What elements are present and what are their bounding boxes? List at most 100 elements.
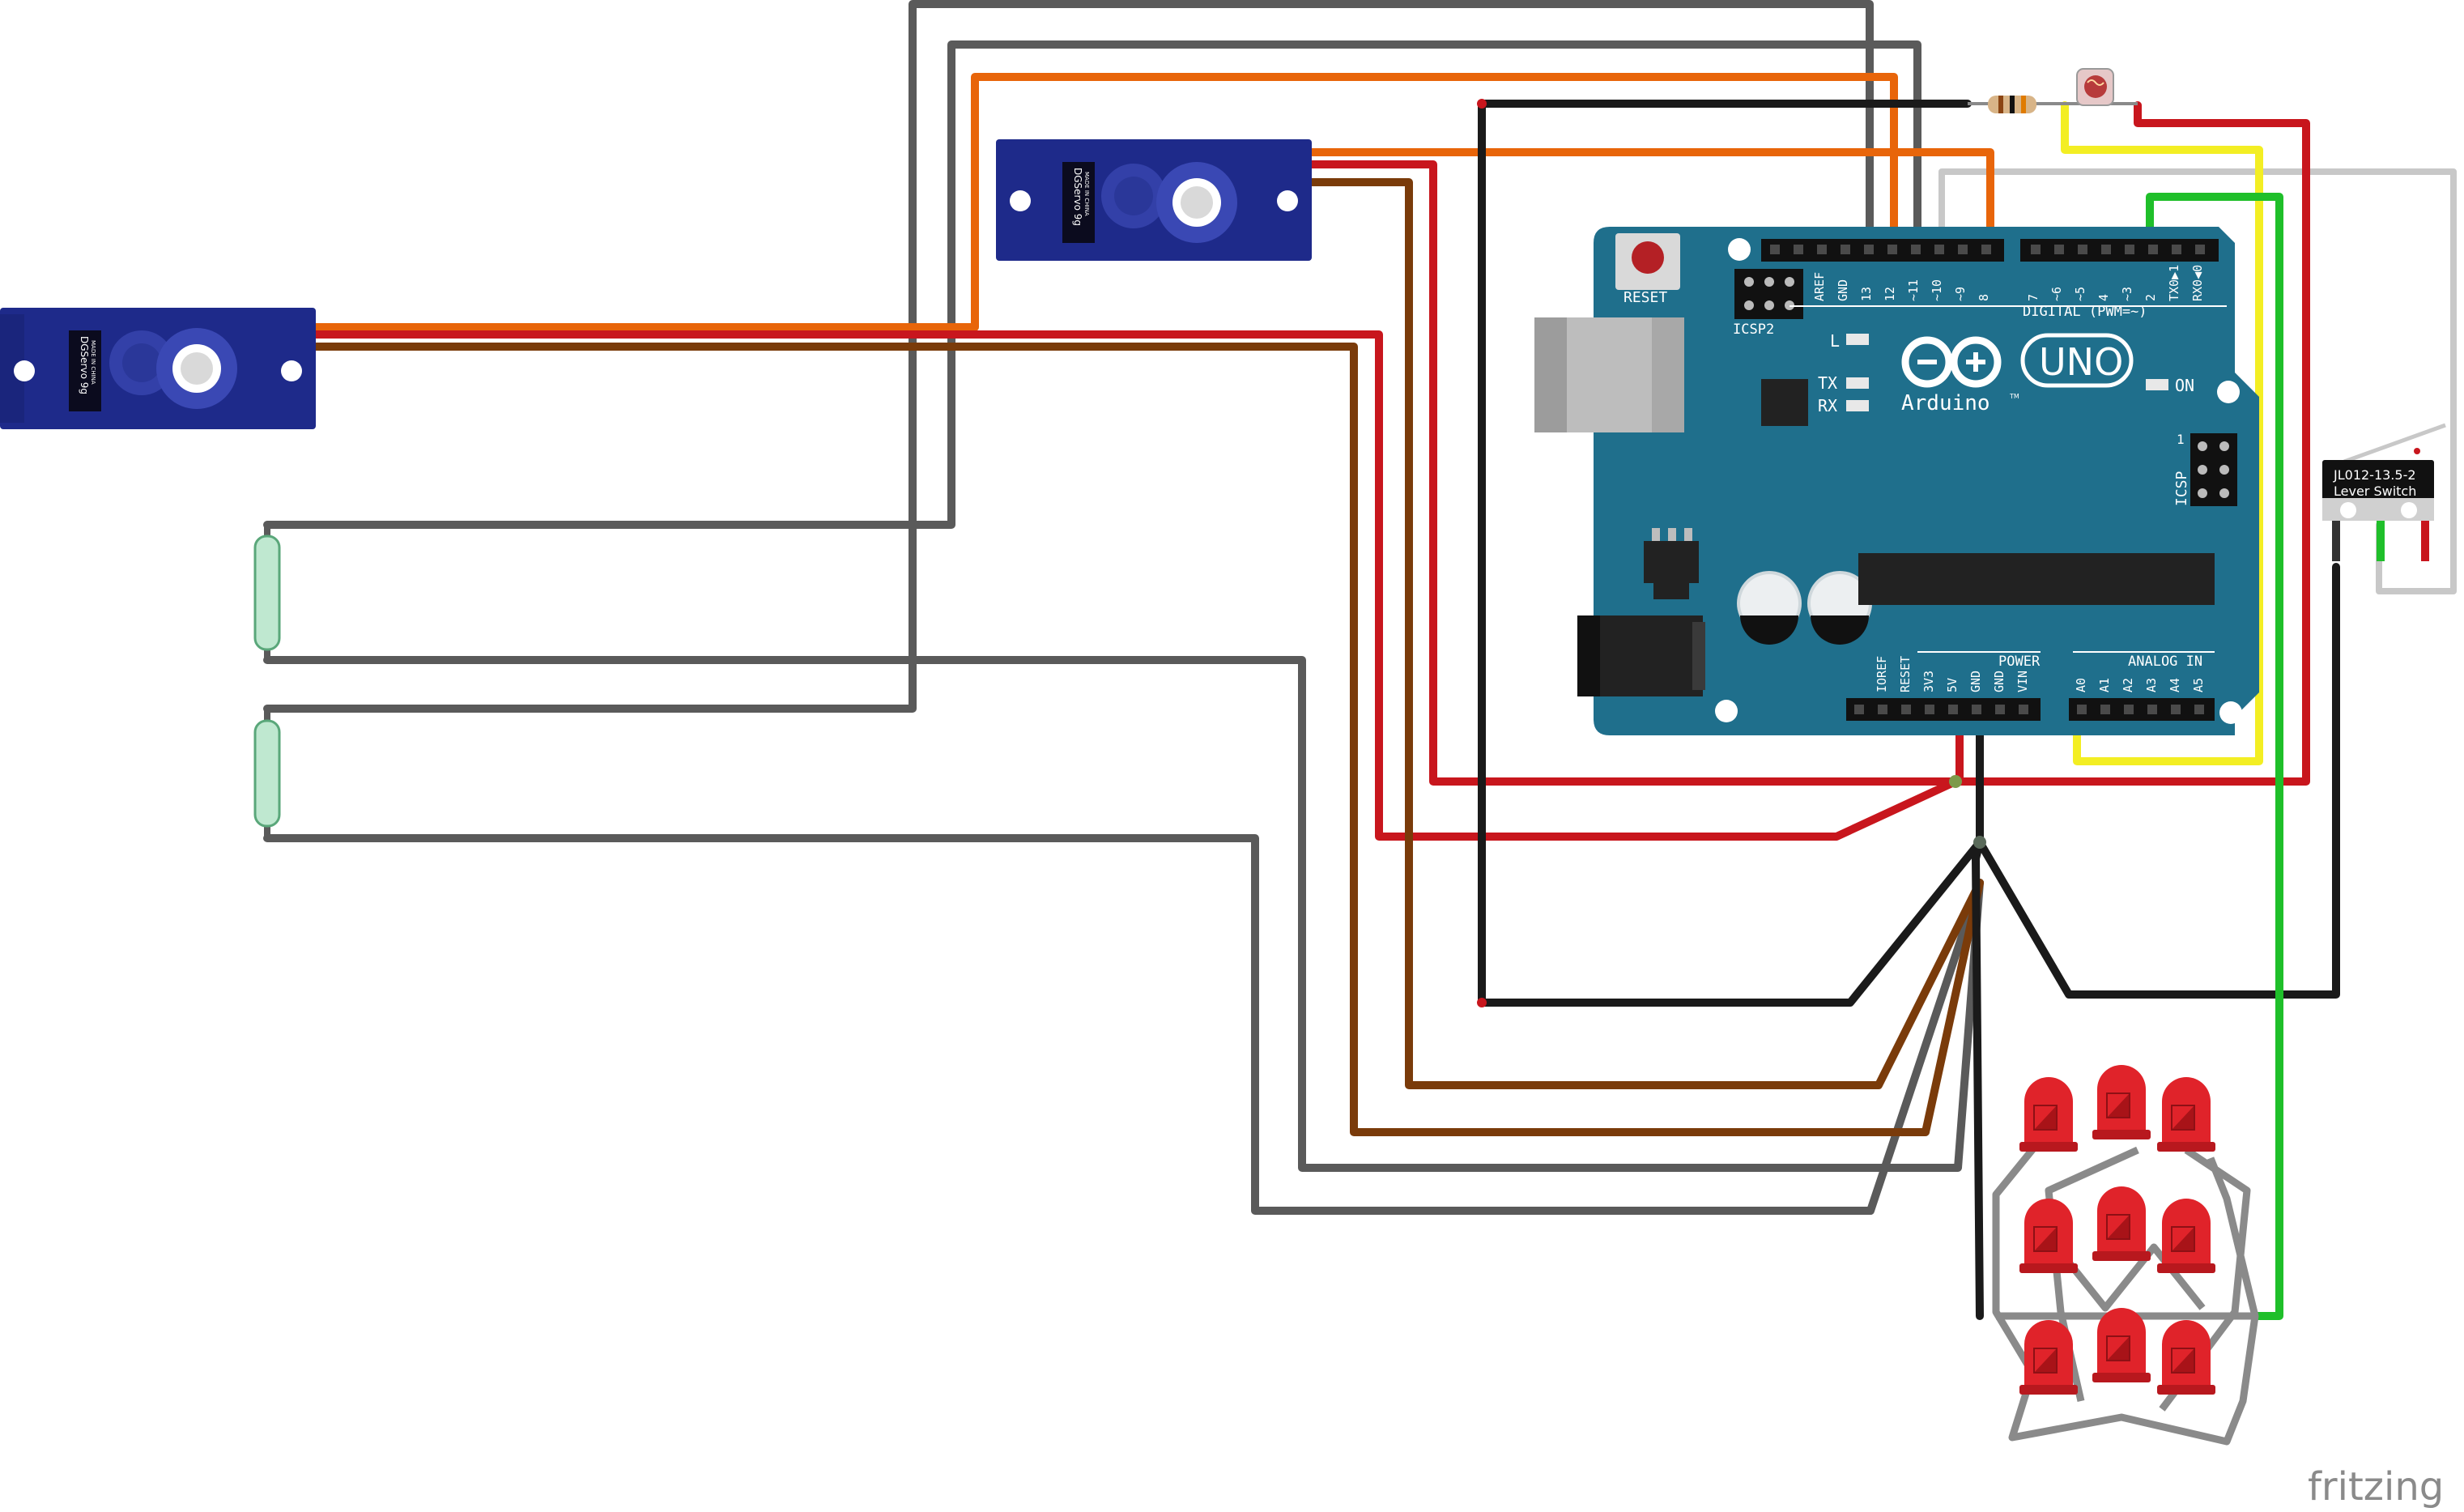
analog-header bbox=[2069, 698, 2215, 721]
servo-note-label: MADE IN CHINA bbox=[90, 340, 96, 385]
red-led bbox=[2019, 1077, 2078, 1152]
digital-pin-label: 7 bbox=[2026, 294, 2041, 301]
pin-hole bbox=[1770, 245, 1780, 254]
red-led bbox=[2019, 1199, 2078, 1273]
analog-pin-label: A4 bbox=[2168, 678, 2182, 692]
digital-title: DIGITAL (PWM=~) bbox=[2023, 304, 2147, 320]
wire-white-lever bbox=[1938, 168, 2457, 594]
pin-hole bbox=[1794, 245, 1803, 254]
photoresistor bbox=[2049, 68, 2138, 106]
pin-hole bbox=[1864, 245, 1874, 254]
pin-hole bbox=[2077, 705, 2087, 714]
analog-title: ANALOG IN bbox=[2128, 654, 2202, 670]
reset-label: RESET bbox=[1624, 289, 1667, 306]
led-tx bbox=[1846, 377, 1869, 389]
reed-switch-1 bbox=[253, 525, 281, 660]
pin-hole bbox=[2101, 245, 2111, 254]
uno-label: UNO bbox=[2039, 340, 2123, 384]
power-pin-label: VIN bbox=[2015, 671, 2030, 692]
servo-label-plate bbox=[69, 330, 101, 411]
lever-switch-part-label: JL012-13.5-2 bbox=[2333, 467, 2416, 483]
uno-badge bbox=[2020, 333, 2134, 388]
digital-pin-label: ~3 bbox=[2120, 287, 2134, 301]
usb-chip bbox=[1761, 379, 1808, 426]
capacitor-1 bbox=[1737, 571, 1802, 645]
arduino-infinity-logo-icon bbox=[1901, 336, 2002, 388]
power-pin-label: GND bbox=[1992, 671, 2007, 692]
pin-hole bbox=[2019, 705, 2028, 714]
mount-hole bbox=[14, 360, 35, 381]
digital-pin-label: GND bbox=[1836, 279, 1850, 301]
pin-hole bbox=[2171, 705, 2181, 714]
wire-gray-reed2-bottom bbox=[263, 834, 1984, 1215]
arduino-uno-board: RESET ICSP2 L TX RX ON UNO Arduino TM bbox=[1534, 227, 2259, 735]
power-pin-label: RESET bbox=[1898, 656, 1913, 692]
icsp-header bbox=[2190, 433, 2237, 506]
servo-gear-icon bbox=[109, 328, 237, 409]
servo-label-plate bbox=[1062, 162, 1095, 243]
red-led bbox=[2092, 1308, 2151, 1382]
power-pin-holes bbox=[1854, 705, 2028, 714]
wire-red-servo1 bbox=[312, 330, 1960, 841]
capacitor-2 bbox=[1807, 571, 1872, 645]
lever-switch-name-label: Lever Switch bbox=[2334, 483, 2416, 499]
red-led bbox=[2157, 1077, 2215, 1152]
pin-hole bbox=[2054, 245, 2064, 254]
power-header bbox=[1846, 698, 2041, 721]
wire-brown-servo2 bbox=[1308, 178, 1984, 1089]
led-rx bbox=[1846, 400, 1869, 411]
digital-pin-label: 4 bbox=[2096, 294, 2111, 301]
pin-hole bbox=[1925, 705, 1934, 714]
pin-hole bbox=[2195, 245, 2205, 254]
reed-switch-2 bbox=[253, 709, 281, 838]
power-title: POWER bbox=[1998, 654, 2041, 670]
icsp2-label: ICSP2 bbox=[1733, 322, 1774, 338]
icsp2-header bbox=[1734, 269, 1803, 319]
wire-green-leds bbox=[2146, 193, 2283, 1320]
lever-switch: JL012-13.5-2 Lever Switch bbox=[2322, 423, 2446, 561]
wire-orange-servo2 bbox=[1308, 148, 1994, 247]
digital-pin-label: ~9 bbox=[1953, 287, 1968, 301]
power-jack bbox=[1577, 615, 1705, 696]
pin-hole bbox=[1981, 245, 1991, 254]
pin-hole bbox=[2100, 705, 2110, 714]
wire-black-leds bbox=[1972, 838, 1984, 1320]
wire-brown-servo1 bbox=[312, 343, 1984, 1136]
digital-pin-label: AREF bbox=[1812, 272, 1827, 301]
wire-gray-reed2-top bbox=[263, 0, 1874, 713]
power-pin-label: IOREF bbox=[1875, 656, 1889, 692]
digital-pin-label: TX0▶1 bbox=[2167, 265, 2181, 301]
pin-hole bbox=[1911, 245, 1921, 254]
pin-hole bbox=[2078, 245, 2087, 254]
pin-hole bbox=[1934, 245, 1944, 254]
led-tx-label: TX bbox=[1818, 373, 1837, 393]
pin-hole bbox=[1972, 705, 1981, 714]
pin-hole bbox=[1817, 245, 1827, 254]
red-led bbox=[2092, 1065, 2151, 1139]
reset-button[interactable] bbox=[1615, 233, 1680, 290]
digital-pin-label: ~11 bbox=[1906, 279, 1921, 301]
pin-hole bbox=[2031, 245, 2041, 254]
wire-gray-reed1-top bbox=[263, 40, 1921, 529]
servo-motor-2: DGServo 9g MADE IN CHINA bbox=[996, 139, 1312, 261]
mount-hole bbox=[1010, 190, 1031, 211]
digital-pin-label: RX0◀0 bbox=[2190, 265, 2205, 301]
servo-brand-label: DGServo 9g bbox=[79, 336, 90, 394]
mount-hole bbox=[281, 360, 302, 381]
digital-pin-holes bbox=[1770, 245, 2205, 254]
pin-hole bbox=[2125, 245, 2134, 254]
analog-pin-label: A1 bbox=[2097, 678, 2112, 692]
pin-hole bbox=[1841, 245, 1850, 254]
digital-pin-label: 13 bbox=[1859, 287, 1874, 301]
digital-pin-label: 12 bbox=[1883, 287, 1897, 301]
wires bbox=[263, 0, 2457, 1320]
analog-pin-label: A3 bbox=[2144, 678, 2159, 692]
led-rx-label: RX bbox=[1818, 396, 1837, 415]
led-on-label: ON bbox=[2175, 376, 2194, 395]
wire-black-lever bbox=[1976, 563, 2340, 999]
wire-gray-reed1-bottom bbox=[263, 656, 1984, 1172]
pin-hole bbox=[1854, 705, 1864, 714]
